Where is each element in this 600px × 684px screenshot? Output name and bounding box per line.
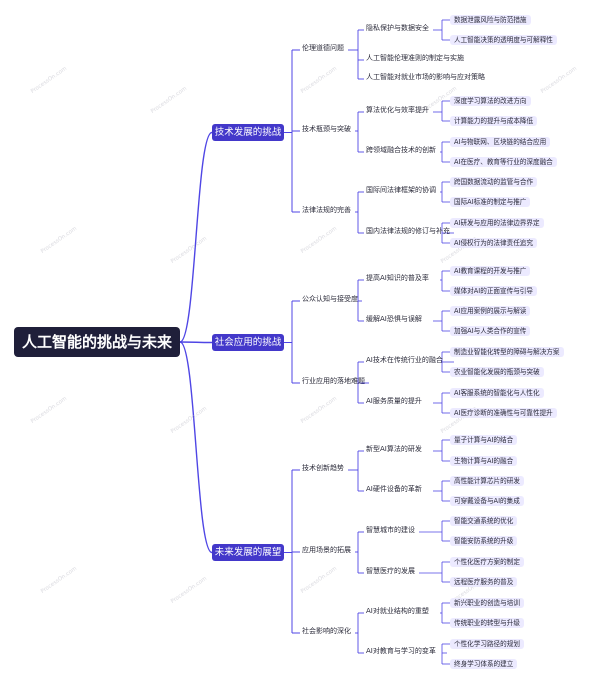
topic-node[interactable]: 技术瓶颈与突破 xyxy=(302,125,351,133)
connector-line xyxy=(179,131,213,343)
leaf-node[interactable]: 新兴职业的创造与培训 xyxy=(450,597,524,609)
leaf-node[interactable]: AI教育课程的开发与推广 xyxy=(450,265,531,277)
leaf-node[interactable]: 数据泄露风险与防范措施 xyxy=(450,14,531,26)
leaf-node[interactable]: 智能交通系统的优化 xyxy=(450,515,518,527)
subtopic-node[interactable]: 缓解AI恐惧与误解 xyxy=(366,315,422,323)
leaf-node[interactable]: 生物计算与AI的融合 xyxy=(450,455,518,467)
leaf-node[interactable]: AI侵权行为的法律责任追究 xyxy=(450,237,537,249)
leaf-node[interactable]: 人工智能决策的透明度与可解释性 xyxy=(450,34,557,46)
leaf-node[interactable]: 跨国数据流动的监管与合作 xyxy=(450,176,538,188)
subtopic-node[interactable]: 国内法律法规的修订与补充 xyxy=(366,227,450,235)
leaf-node[interactable]: AI研发与应用的法律边界界定 xyxy=(450,217,544,229)
leaf-node[interactable]: 远程医疗服务的普及 xyxy=(450,576,518,588)
branch-node[interactable]: 未来发展的展望 xyxy=(212,544,284,561)
leaf-node[interactable]: 深度学习算法的改进方向 xyxy=(450,95,531,107)
topic-node[interactable]: 行业应用的落地难题 xyxy=(302,377,365,385)
leaf-node[interactable]: AI在医疗、教育等行业的深度融合 xyxy=(450,156,557,168)
leaf-node[interactable]: 传统职业的转型与升级 xyxy=(450,617,524,629)
leaf-node[interactable]: AI应用案例的展示与解读 xyxy=(450,305,531,317)
leaf-node[interactable]: 个性化医疗方案的制定 xyxy=(450,556,524,568)
branch-node[interactable]: 社会应用的挑战 xyxy=(212,334,284,351)
topic-node[interactable]: 社会影响的深化 xyxy=(302,627,351,635)
topic-node[interactable]: 法律法规的完善 xyxy=(302,206,351,214)
subtopic-node[interactable]: 人工智能伦理准则的制定与实施 xyxy=(366,54,464,62)
branch-node[interactable]: 技术发展的挑战 xyxy=(212,124,284,141)
leaf-node[interactable]: 高性能计算芯片的研发 xyxy=(450,475,524,487)
topic-node[interactable]: 公众认知与接受度 xyxy=(302,295,358,303)
leaf-node[interactable]: 国际AI标准的制定与推广 xyxy=(450,196,531,208)
leaf-node[interactable]: 个性化学习路径的规划 xyxy=(450,638,524,650)
subtopic-node[interactable]: 智慧医疗的发展 xyxy=(366,567,415,575)
leaf-node[interactable]: AI与物联网、区块链的结合应用 xyxy=(450,136,551,148)
subtopic-node[interactable]: AI服务质量的提升 xyxy=(366,397,422,405)
connector-line xyxy=(179,341,213,554)
subtopic-node[interactable]: 智慧城市的建设 xyxy=(366,526,415,534)
leaf-node[interactable]: AI医疗诊断的准确性与可靠性提升 xyxy=(450,407,557,419)
leaf-node[interactable]: 可穿戴设备与AI的集成 xyxy=(450,495,524,507)
leaf-node[interactable]: 农业智能化发展的瓶颈与突破 xyxy=(450,366,544,378)
subtopic-node[interactable]: AI对教育与学习的变革 xyxy=(366,647,436,655)
leaf-node[interactable]: AI客服系统的智能化与人性化 xyxy=(450,387,544,399)
leaf-node[interactable]: 终身学习体系的建立 xyxy=(450,658,518,670)
subtopic-node[interactable]: 提高AI知识的普及率 xyxy=(366,274,429,282)
subtopic-node[interactable]: AI技术在传统行业的融合 xyxy=(366,356,443,364)
subtopic-node[interactable]: 跨领域融合技术的创新 xyxy=(366,146,436,154)
subtopic-node[interactable]: AI硬件设备的革新 xyxy=(366,485,422,493)
leaf-node[interactable]: 制造业智能化转型的障碍与解决方案 xyxy=(450,346,564,358)
connector-line xyxy=(179,341,213,344)
subtopic-node[interactable]: 隐私保护与数据安全 xyxy=(366,24,429,32)
topic-node[interactable]: 伦理道德问题 xyxy=(302,44,344,52)
subtopic-node[interactable]: 国际间法律框架的协调 xyxy=(366,186,436,194)
leaf-node[interactable]: 媒体对AI的正面宣传与引导 xyxy=(450,285,537,297)
topic-node[interactable]: 应用场景的拓展 xyxy=(302,546,351,554)
topic-node[interactable]: 技术创新趋势 xyxy=(302,464,344,472)
leaf-node[interactable]: 加强AI与人类合作的宣传 xyxy=(450,325,531,337)
leaf-node[interactable]: 量子计算与AI的结合 xyxy=(450,434,518,446)
leaf-node[interactable]: 计算能力的提升与成本降低 xyxy=(450,115,538,127)
leaf-node[interactable]: 智能安防系统的升级 xyxy=(450,535,518,547)
subtopic-node[interactable]: 人工智能对就业市场的影响与应对策略 xyxy=(366,73,485,81)
subtopic-node[interactable]: AI对就业结构的重塑 xyxy=(366,607,429,615)
subtopic-node[interactable]: 新型AI算法的研发 xyxy=(366,445,422,453)
subtopic-node[interactable]: 算法优化与效率提升 xyxy=(366,106,429,114)
root-node[interactable]: 人工智能的挑战与未来 xyxy=(14,327,180,357)
